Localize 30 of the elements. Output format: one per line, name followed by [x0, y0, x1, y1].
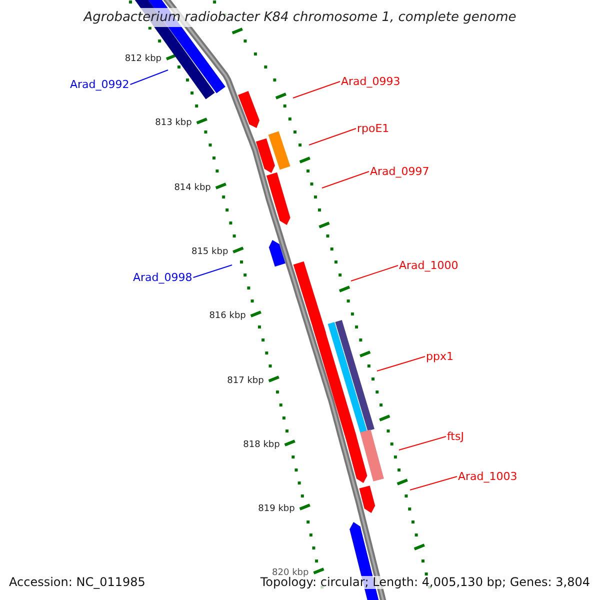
gene-label: Arad_0992 — [70, 78, 130, 91]
gene-label: rpoE1 — [357, 122, 390, 135]
leader-line — [130, 70, 168, 85]
leader-line — [398, 436, 446, 450]
gene-label: Arad_0993 — [341, 75, 400, 88]
gene-label: ftsJ — [447, 430, 464, 443]
gene-label: Arad_1000 — [399, 259, 458, 272]
gene-label: ppx1 — [426, 350, 454, 363]
scale-label: 814 kbp — [174, 183, 211, 194]
diagram-title: Agrobacterium radiobacter K84 chromosome 1, complete genome — [84, 8, 516, 27]
scale-label: 812 kbp — [124, 54, 162, 65]
leader-line — [410, 476, 458, 490]
genome-summary-note: Topology: circular; Length: 4,005,130 bp; Genes: 3,804 — [260, 576, 590, 589]
leader-line — [192, 264, 232, 278]
scale-label: 819 kbp — [258, 504, 295, 515]
scale-label: 815 kbp — [191, 247, 228, 258]
gene-label: Arad_0998 — [133, 271, 192, 284]
accession-note: Accession: NC_011985 — [9, 576, 146, 589]
scale-label: 817 kbp — [227, 376, 264, 387]
leader-line — [322, 171, 370, 188]
gene-label: Arad_0997 — [370, 165, 430, 178]
leader-line — [308, 128, 356, 146]
leader-line — [350, 265, 398, 282]
scale-label: 813 kbp — [155, 118, 192, 129]
scale-label: 816 kbp — [209, 311, 246, 322]
scale-label: 818 kbp — [243, 440, 280, 451]
leader-line — [376, 356, 426, 372]
leader-line — [292, 81, 340, 98]
gene-label: Arad_1003 — [458, 470, 518, 483]
scale-label: 820 kbp — [272, 568, 309, 578]
